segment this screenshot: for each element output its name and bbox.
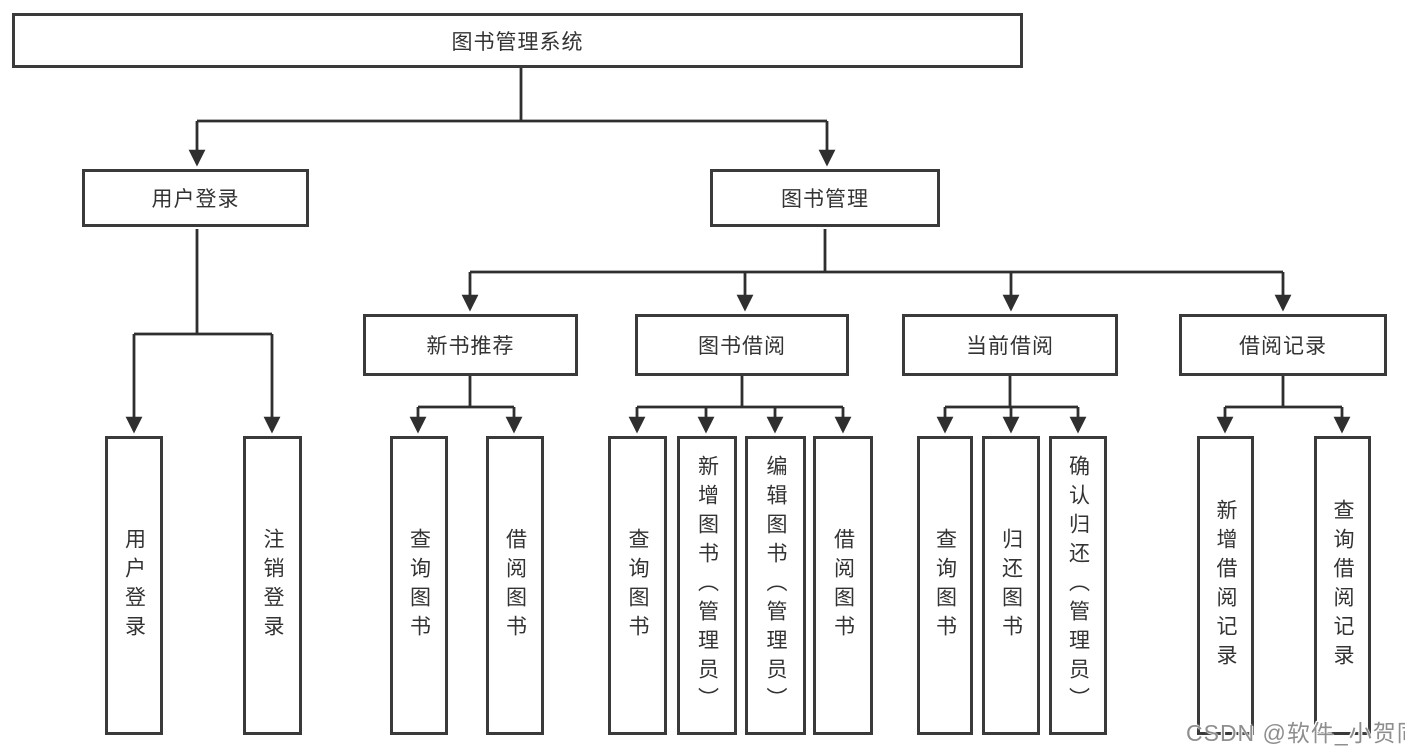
- node-borrow-record-label: 借阅记录: [1239, 335, 1327, 358]
- node-current-borrow-label: 当前借阅: [966, 335, 1054, 358]
- leaf-logout-label: 注销登录: [261, 527, 285, 644]
- leaf-borrow-query-books-label: 查询图书: [626, 527, 650, 644]
- node-book-management-label: 图书管理: [781, 188, 869, 211]
- node-borrow-record: 借阅记录: [1179, 314, 1387, 376]
- node-root-label: 图书管理系统: [451, 30, 584, 54]
- leaf-current-query-books-label: 查询图书: [933, 527, 957, 644]
- leaf-borrow-edit-books-admin-label: 编辑图书（管理员）: [764, 455, 788, 716]
- leaf-record-add-record-label: 新增借阅记录: [1214, 498, 1238, 673]
- leaf-record-query-record-label: 查询借阅记录: [1331, 498, 1355, 673]
- leaf-logout: 注销登录: [243, 436, 302, 735]
- node-new-book-recommend: 新书推荐: [363, 314, 578, 376]
- node-user-login-label: 用户登录: [151, 188, 240, 211]
- leaf-borrow-borrow-books: 借阅图书: [813, 436, 873, 735]
- node-root: 图书管理系统: [12, 13, 1023, 68]
- leaf-recommend-query-books-label: 查询图书: [407, 527, 431, 644]
- leaf-user-login: 用户登录: [105, 436, 163, 735]
- leaf-user-login-label: 用户登录: [122, 527, 146, 644]
- leaf-current-query-books: 查询图书: [917, 436, 973, 735]
- node-book-management: 图书管理: [710, 169, 940, 227]
- node-current-borrow: 当前借阅: [902, 314, 1118, 376]
- leaf-current-confirm-return-admin: 确认归还（管理员）: [1049, 436, 1107, 735]
- leaf-current-return-books: 归还图书: [982, 436, 1040, 735]
- leaf-record-query-record: 查询借阅记录: [1314, 436, 1371, 735]
- node-book-borrow: 图书借阅: [635, 314, 849, 376]
- leaf-borrow-edit-books-admin: 编辑图书（管理员）: [745, 436, 806, 735]
- watermark-text: CSDN @软件_小贺同学: [1186, 720, 1405, 746]
- node-book-borrow-label: 图书借阅: [698, 335, 786, 358]
- leaf-borrow-add-books-admin-label: 新增图书（管理员）: [695, 455, 719, 716]
- leaf-current-confirm-return-admin-label: 确认归还（管理员）: [1066, 455, 1090, 716]
- node-new-book-recommend-label: 新书推荐: [426, 335, 515, 358]
- leaf-recommend-borrow-books: 借阅图书: [486, 436, 544, 735]
- leaf-current-return-books-label: 归还图书: [999, 527, 1023, 644]
- leaf-recommend-query-books: 查询图书: [390, 436, 448, 735]
- leaf-recommend-borrow-books-label: 借阅图书: [503, 527, 527, 644]
- leaf-borrow-add-books-admin: 新增图书（管理员）: [677, 436, 737, 735]
- leaf-record-add-record: 新增借阅记录: [1197, 436, 1254, 735]
- leaf-borrow-borrow-books-label: 借阅图书: [831, 527, 855, 644]
- leaf-borrow-query-books: 查询图书: [608, 436, 667, 735]
- node-user-login: 用户登录: [82, 169, 309, 227]
